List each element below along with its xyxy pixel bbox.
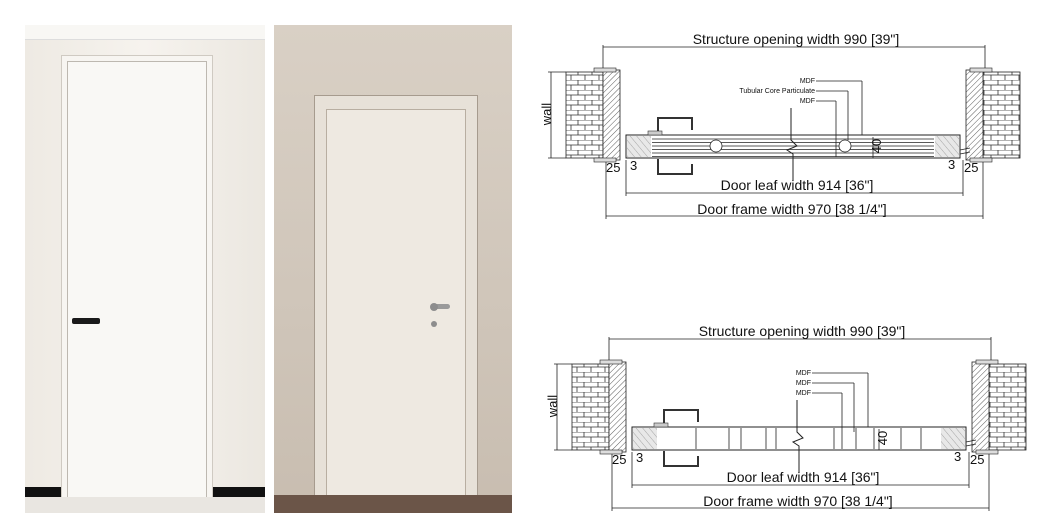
wall-label: wall	[539, 103, 554, 127]
baseboard	[25, 487, 61, 497]
door-frame-left	[602, 69, 621, 161]
handle-bottom	[663, 451, 699, 467]
stile-left	[627, 136, 651, 157]
casing-left	[593, 67, 617, 73]
tube-hole	[709, 139, 723, 153]
casing-left	[599, 359, 623, 365]
brick-wall-left	[565, 71, 604, 159]
layer-label: MDF	[796, 390, 811, 397]
door-frame-width-label: Door frame width 970 [38 1/4"]	[697, 201, 886, 217]
casing-right	[969, 67, 993, 73]
door-leaf-width-label: Door leaf width 914 [36"]	[721, 177, 874, 193]
door-handle-rose	[430, 303, 438, 311]
thickness-label: 40	[875, 431, 890, 445]
door-frame-right	[965, 69, 984, 161]
floor	[25, 497, 265, 513]
diagram-tubular-core: Structure opening width 990 [39"] wall M…	[539, 31, 1021, 219]
door-frame-left	[608, 361, 627, 453]
casing-right	[969, 157, 993, 163]
wall-label: wall	[545, 395, 560, 419]
handle-top	[657, 117, 693, 134]
stile-right	[935, 136, 959, 157]
right-frame-dim: 25	[970, 452, 984, 467]
layer-label: MDF	[800, 78, 815, 85]
door-leaf	[67, 61, 207, 507]
door-frame-width-label: Door frame width 970 [38 1/4"]	[703, 493, 892, 509]
left-frame-dim: 25	[612, 452, 626, 467]
seal-mark	[959, 147, 971, 151]
casing-left	[593, 157, 617, 163]
handle-rose	[653, 422, 669, 428]
brick-wall-left	[571, 363, 610, 451]
structure-opening-label: Structure opening width 990 [39"]	[699, 323, 906, 339]
handle-rose	[647, 130, 663, 136]
layer-label: MDF	[796, 370, 811, 377]
stile-left	[633, 428, 657, 449]
break-mark	[791, 400, 804, 472]
layer-label: MDF	[796, 380, 811, 387]
handle-bottom	[657, 159, 693, 175]
right-gap-dim: 3	[948, 157, 955, 172]
structure-opening-label: Structure opening width 990 [39"]	[693, 31, 900, 47]
tube-hole	[838, 139, 852, 153]
diagram-honeycomb-core: Structure opening width 990 [39"] wall M…	[545, 323, 1027, 511]
baseboard	[213, 487, 265, 497]
door-leaf	[326, 109, 466, 497]
crown-molding	[25, 25, 265, 40]
seal-mark	[965, 439, 977, 443]
casing-right	[975, 359, 999, 365]
seal-mark	[959, 151, 971, 155]
right-gap-dim: 3	[954, 449, 961, 464]
photo-cased-door	[274, 25, 512, 513]
stile-right	[941, 428, 965, 449]
door-leaf-width-label: Door leaf width 914 [36"]	[727, 469, 880, 485]
casing-right	[975, 449, 999, 455]
thickness-label: 40	[869, 139, 884, 153]
handle-top	[663, 409, 699, 426]
seal-mark	[965, 443, 977, 447]
door-handle	[72, 318, 100, 324]
layer-label: Tubular Core Particulate	[739, 88, 815, 95]
layer-label: MDF	[800, 98, 815, 105]
left-gap-dim: 3	[636, 450, 643, 465]
keyhole	[431, 321, 437, 327]
brick-wall-right	[982, 71, 1021, 159]
casing-left	[599, 449, 623, 455]
break-mark	[785, 108, 798, 180]
door-handle	[432, 304, 450, 309]
floor	[274, 495, 512, 513]
brick-wall-right	[988, 363, 1027, 451]
door-frame-right	[971, 361, 990, 453]
left-gap-dim: 3	[630, 158, 637, 173]
photo-flush-door	[25, 25, 265, 513]
right-frame-dim: 25	[964, 160, 978, 175]
left-frame-dim: 25	[606, 160, 620, 175]
